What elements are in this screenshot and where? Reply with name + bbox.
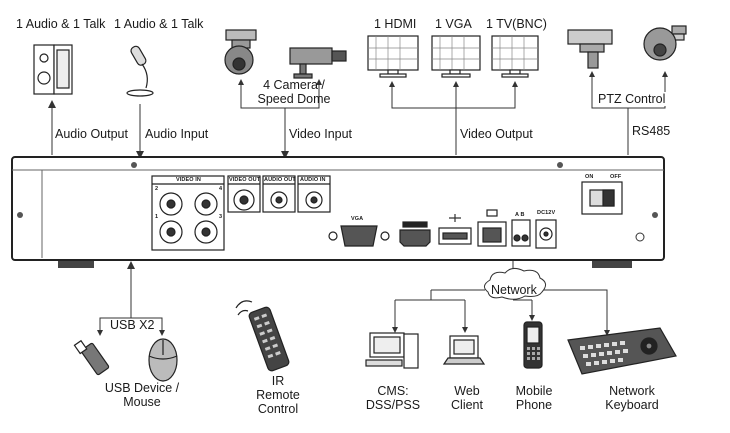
dvr-rear-panel bbox=[11, 156, 665, 268]
hdmi-port bbox=[399, 221, 431, 247]
network-keyboard-icon bbox=[567, 327, 677, 375]
audio-in-label: AUDIO IN bbox=[300, 177, 326, 183]
port-1-label: 1 bbox=[155, 214, 159, 220]
audio-input-label: Audio Input bbox=[145, 127, 209, 141]
ptz-dome-icon bbox=[643, 25, 687, 61]
cms-label-line1: CMS: bbox=[377, 384, 409, 398]
speaker-label: 1 Audio & 1 Talk bbox=[16, 17, 106, 31]
keyboard-label-line2: Keyboard bbox=[605, 398, 659, 412]
mobile-label-line1: Mobile bbox=[515, 384, 553, 398]
network-keyboard-label: Network Keyboard bbox=[596, 384, 668, 412]
ir-label-line2: Remote bbox=[256, 388, 300, 402]
keyboard-label-line1: Network bbox=[609, 384, 655, 398]
ir-remote-label: IR Remote Control bbox=[248, 374, 308, 416]
hdmi-label: 1 HDMI bbox=[374, 17, 417, 31]
microphone-icon bbox=[126, 45, 154, 97]
ir-label-line3: Control bbox=[257, 402, 299, 416]
audio-out-label: AUDIO OUT bbox=[264, 177, 296, 183]
vga-port-label: VGA bbox=[351, 216, 364, 222]
remote-control-icon bbox=[235, 300, 290, 372]
speed-dome-camera-icon bbox=[224, 29, 257, 75]
web-client-label: Web Client bbox=[438, 384, 496, 412]
vga-label: 1 VGA bbox=[435, 17, 472, 31]
video-in-label: VIDEO IN bbox=[176, 177, 201, 183]
video-output-label: Video Output bbox=[460, 127, 533, 141]
video-out-port bbox=[227, 175, 261, 213]
audio-output-label: Audio Output bbox=[55, 127, 128, 141]
ab-label: A B bbox=[515, 212, 525, 218]
network-label: Network bbox=[491, 283, 537, 297]
usb-stick-icon bbox=[73, 339, 110, 376]
web-label-line1: Web bbox=[454, 384, 480, 398]
tv-label: 1 TV(BNC) bbox=[486, 17, 547, 31]
laptop-icon bbox=[442, 335, 486, 365]
ptz-camera-icon bbox=[567, 29, 613, 69]
web-label-line2: Client bbox=[451, 398, 483, 412]
mobile-phone-icon bbox=[523, 321, 543, 369]
usb-device-label-line2: Mouse bbox=[123, 395, 161, 409]
tv-monitor-icon bbox=[491, 35, 539, 78]
video-in-ports bbox=[151, 175, 225, 251]
hdmi-monitor-icon bbox=[367, 35, 419, 78]
mouse-icon bbox=[148, 338, 178, 382]
usb-x2-label: USB X2 bbox=[110, 318, 155, 332]
port-3-label: 3 bbox=[219, 214, 223, 220]
port-4-label: 4 bbox=[219, 186, 223, 192]
arrowheads bbox=[97, 71, 668, 336]
rs485-label: RS485 bbox=[632, 124, 671, 138]
dc-power-port bbox=[535, 219, 557, 249]
power-switch bbox=[581, 181, 623, 215]
video-input-label: Video Input bbox=[289, 127, 353, 141]
hdmi-port-label: HDMI bbox=[406, 214, 421, 220]
audio-in-port bbox=[297, 175, 331, 213]
usb-device-label: USB Device / Mouse bbox=[92, 381, 192, 409]
box-camera-icon bbox=[289, 47, 347, 79]
port-2-label: 2 bbox=[155, 186, 159, 192]
microphone-label: 1 Audio & 1 Talk bbox=[114, 17, 204, 31]
vga-port bbox=[328, 225, 390, 247]
ir-label-line1: IR bbox=[271, 374, 285, 388]
mobile-label-line2: Phone bbox=[515, 398, 553, 412]
on-label: ON bbox=[585, 174, 594, 180]
speaker-icon bbox=[33, 44, 73, 95]
network-cloud-icon bbox=[484, 267, 546, 300]
audio-out-port bbox=[262, 175, 296, 213]
ethernet-port bbox=[477, 209, 507, 247]
cms-computer-icon bbox=[365, 332, 419, 369]
cms-label-line2: DSS/PSS bbox=[365, 398, 421, 412]
rs485-terminal bbox=[511, 219, 531, 247]
usb-port bbox=[438, 214, 472, 245]
off-label: OFF bbox=[610, 174, 622, 180]
ptz-label: PTZ Control bbox=[596, 92, 668, 106]
mobile-phone-label: Mobile Phone bbox=[506, 384, 562, 412]
camera-label-line1: 4 Camera / bbox=[263, 78, 325, 92]
vga-monitor-icon bbox=[431, 35, 481, 78]
video-out-label: VIDEO OUT bbox=[229, 177, 261, 183]
dc-label: DC12V bbox=[537, 210, 556, 216]
usb-device-label-line1: USB Device / bbox=[104, 381, 180, 395]
cms-label: CMS: DSS/PSS bbox=[360, 384, 426, 412]
camera-label: 4 Camera / Speed Dome bbox=[246, 78, 342, 106]
camera-label-line2: Speed Dome bbox=[257, 92, 331, 106]
